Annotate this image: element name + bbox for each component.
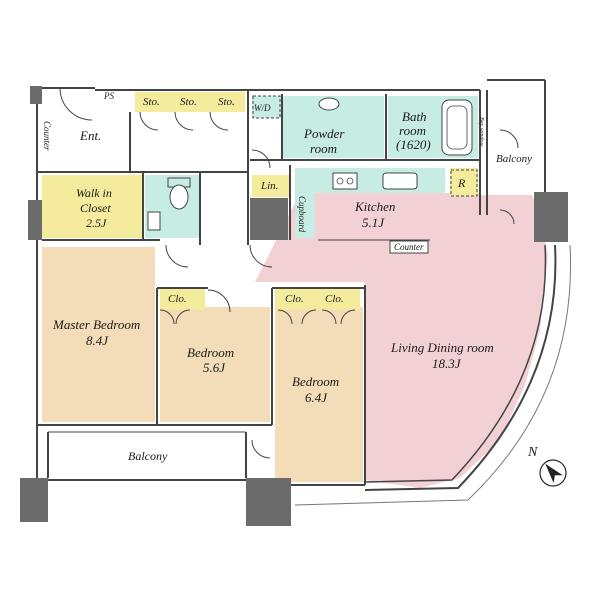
- wd-label: W/D: [254, 103, 271, 113]
- bedroom-2-label: Bedroom: [187, 345, 234, 360]
- balcony-bottom-label: Balcony: [128, 449, 168, 463]
- counter-kitchen-label: Counter: [394, 242, 424, 252]
- curved-window-wall-inner: [364, 244, 547, 483]
- powder-room-label-2: room: [310, 141, 337, 156]
- linen-area: [252, 175, 289, 197]
- storage-strip: [135, 92, 245, 112]
- bedroom-3-area: [275, 307, 363, 482]
- kitchen-floor: [255, 193, 532, 282]
- walk-in-closet-size: 2.5J: [86, 216, 107, 230]
- ps-label: PS: [103, 91, 114, 101]
- master-bedroom-area: [42, 247, 155, 422]
- fridge-area: [450, 168, 478, 196]
- wd-outline: [252, 95, 281, 119]
- living-dining-size: 18.3J: [432, 356, 462, 371]
- curved-window-wall-outer: [294, 244, 572, 506]
- cupboard-area: [295, 168, 315, 238]
- storage-label-2: Sto.: [180, 96, 197, 108]
- fridge-outline: [450, 169, 478, 197]
- north-label: N: [527, 445, 538, 460]
- bay-window-label: Bay window: [478, 117, 484, 147]
- walls: [30, 79, 546, 486]
- living-dining-label: Living Dining room: [390, 340, 494, 355]
- bedroom-3-size: 6.4J: [305, 390, 328, 405]
- powder-sink: [318, 97, 340, 111]
- stove: [332, 172, 358, 190]
- bedroom-2-size: 5.6J: [203, 360, 226, 375]
- kitchen-sink: [382, 172, 418, 190]
- bedroom-3-label: Bedroom: [292, 374, 339, 389]
- refrigerator-label: R: [457, 176, 466, 190]
- bath-room-label: Bath: [402, 109, 427, 124]
- walk-in-closet-label: Walk in: [76, 186, 112, 200]
- closet-label-2: Clo.: [285, 293, 304, 305]
- balcony-top-label: Balcony: [496, 153, 532, 165]
- closet-label-3: Clo.: [325, 293, 344, 305]
- cupboard-label: Cupboard: [297, 196, 307, 233]
- kitchen-label: Kitchen: [354, 199, 395, 214]
- linen-label: Lin.: [260, 180, 278, 192]
- closet-1-area: [160, 288, 205, 310]
- master-bedroom-size: 8.4J: [86, 333, 109, 348]
- walk-in-closet-area: [42, 175, 142, 238]
- toilet-bowl: [169, 184, 189, 210]
- bathtub: [441, 99, 473, 156]
- toilet-sink: [147, 211, 161, 231]
- living-dining-area: [255, 195, 548, 488]
- wd-area: [252, 96, 282, 118]
- closet-label-1: Clo.: [168, 293, 187, 305]
- columns: [20, 86, 568, 526]
- bedroom-2-area: [160, 307, 270, 422]
- north-arrow: [539, 459, 567, 487]
- burner: [346, 177, 354, 185]
- storage-label-3: Sto.: [218, 96, 235, 108]
- burner: [336, 177, 344, 185]
- storage-label-1: Sto.: [143, 96, 160, 108]
- bath-room-label-2: room: [399, 123, 426, 138]
- kitchen-counter-area: [295, 168, 445, 193]
- powder-room-label: Powder: [303, 126, 345, 141]
- walk-in-closet-label-2: Closet: [80, 201, 111, 215]
- entrance-label: Ent.: [79, 128, 101, 143]
- counter-left-label: Counter: [42, 121, 52, 151]
- bath-room-size: (1620): [396, 137, 431, 152]
- bathtub-inner: [446, 105, 468, 150]
- kitchen-size: 5.1J: [362, 215, 385, 230]
- door-swings: [59, 87, 519, 459]
- counter-tag: [389, 240, 429, 254]
- closet-2-3-area: [276, 288, 360, 310]
- north-arrow-icon: [545, 463, 563, 483]
- master-bedroom-label: Master Bedroom: [52, 317, 140, 332]
- curved-window-wall: [364, 244, 557, 491]
